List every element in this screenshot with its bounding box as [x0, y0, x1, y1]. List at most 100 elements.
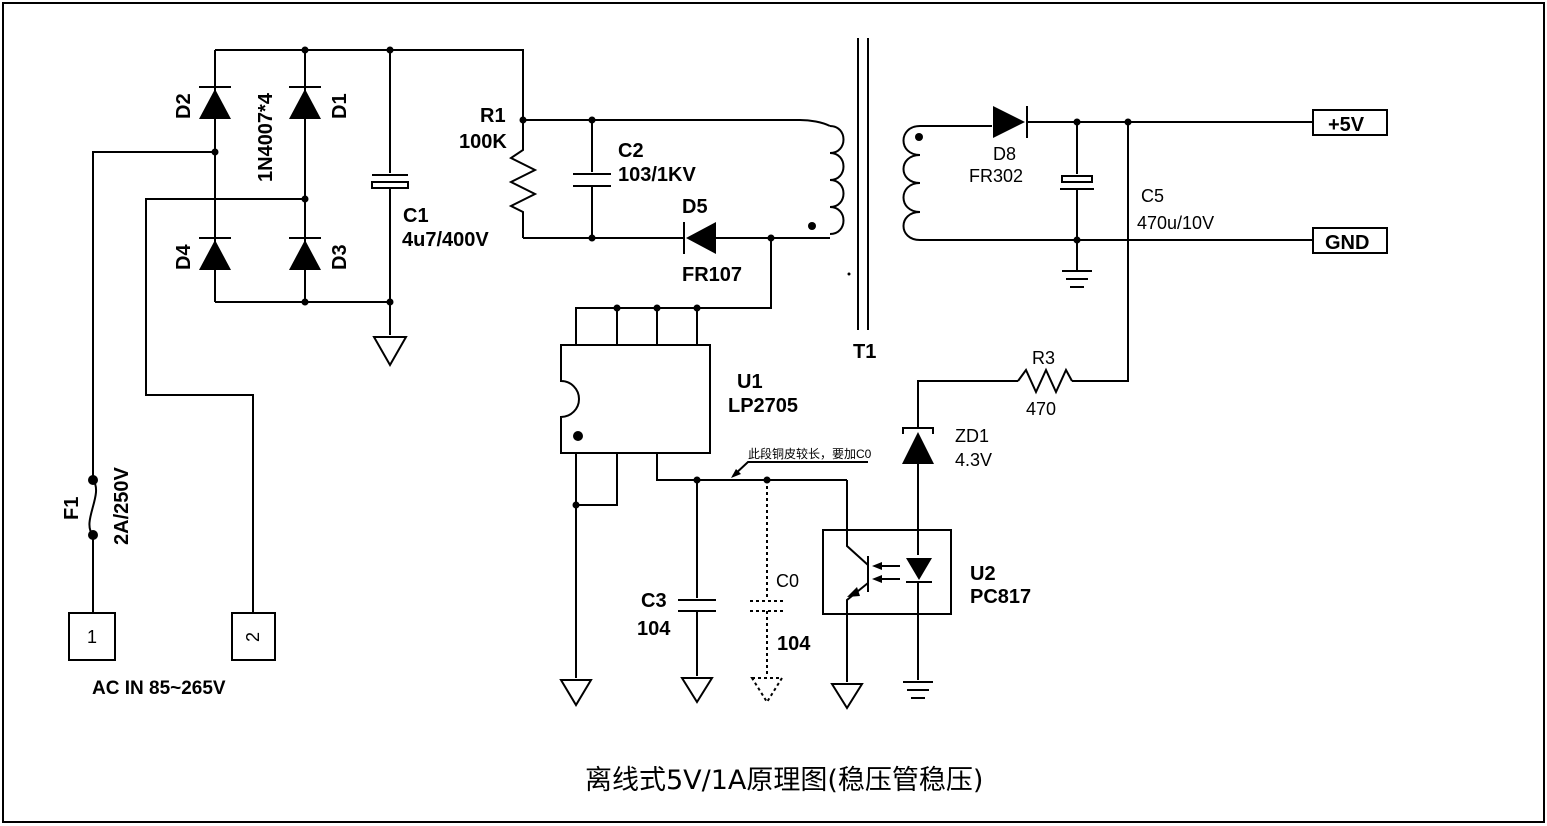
- c1-ref: C1: [403, 205, 429, 227]
- transformer-t1: T1: [808, 38, 923, 363]
- u1-value: LP2705: [728, 395, 798, 417]
- optocoupler-u2-body: [822, 529, 952, 615]
- note-leader: [732, 461, 868, 477]
- c3-ref: C3: [641, 590, 667, 612]
- diagram-title: 离线式5V/1A原理图(稳压管稳压): [585, 765, 983, 796]
- diode-d3-symbol: [289, 240, 321, 270]
- junction: [693, 304, 701, 312]
- u2-transistor-collector: [846, 480, 869, 566]
- t1-core-dot: [847, 272, 851, 276]
- c0-ref: C0: [776, 571, 799, 591]
- u1-gnd-pins: [575, 453, 618, 506]
- wire-snubber-top: [523, 119, 831, 127]
- zd1-ref: ZD1: [955, 426, 989, 446]
- d5-ref: D5: [682, 196, 708, 218]
- u2-light-arrow-1-head: [872, 562, 882, 570]
- bridge-value: 1N4007*4: [255, 92, 277, 182]
- wire-drain: [575, 238, 772, 345]
- t1-primary-dot: [808, 222, 816, 230]
- fuse-f1-symbol: [88, 479, 98, 536]
- diode-d8-symbol: [993, 106, 1025, 138]
- c5-plate-top: [1061, 175, 1093, 183]
- junction: [211, 148, 219, 156]
- junction: [1073, 236, 1081, 244]
- d3-ref: D3: [329, 244, 351, 270]
- d4-ref: D4: [173, 244, 195, 270]
- t1-secondary-winding: [902, 125, 921, 241]
- c2-ref: C2: [618, 140, 644, 162]
- c0-value: 104: [777, 633, 811, 655]
- junction: [301, 46, 309, 54]
- junction: [301, 195, 309, 203]
- diode-d4-symbol: [199, 240, 231, 270]
- ground-symbol: [680, 677, 714, 704]
- wire-r3-zd1: [917, 380, 1018, 428]
- junction: [588, 234, 596, 242]
- c1-value: 4u7/400V: [402, 229, 489, 251]
- note-arrowhead: [731, 469, 741, 478]
- resistor-r1-symbol: [508, 120, 538, 238]
- u2-ref: U2: [970, 563, 996, 585]
- junction: [519, 116, 527, 124]
- c5-value: 470u/10V: [1137, 213, 1214, 233]
- junction: [572, 501, 580, 509]
- r1-ref: R1: [480, 105, 506, 127]
- junction: [1073, 118, 1081, 126]
- t1-secondary-dot: [915, 133, 923, 141]
- d5-value: FR107: [682, 264, 742, 286]
- ground-symbol: [750, 677, 784, 704]
- note-text: 此段铜皮较长，要加C0: [748, 446, 872, 461]
- output-section: +5V GND D8 FR302 C5 470u/10V: [920, 106, 1388, 288]
- d8-ref: D8: [993, 144, 1016, 164]
- zd1-value: 4.3V: [955, 450, 992, 470]
- junction: [653, 304, 661, 312]
- zener-zd1-bar: [902, 427, 934, 434]
- d2-ref: D2: [173, 93, 195, 119]
- wire-terminal2-bridge: [145, 198, 305, 613]
- terminal-2-label: 2: [243, 632, 263, 642]
- terminal-1-label: 1: [87, 627, 97, 647]
- u2-emitter-arrowhead: [847, 587, 860, 597]
- u2-transistor-emitter: [846, 582, 869, 682]
- c1-plate-bottom: [371, 181, 409, 189]
- r3-ref: R3: [1032, 348, 1055, 368]
- diode-d2-symbol: [199, 89, 231, 119]
- ground-symbol: [559, 679, 593, 707]
- output-gnd-box: [1312, 227, 1388, 254]
- capacitor-c1: C1 4u7/400V: [371, 50, 489, 368]
- u1-ref: U1: [737, 371, 763, 393]
- input-label: AC IN 85~265V: [92, 678, 226, 699]
- c3-value: 104: [637, 618, 671, 640]
- d8-value: FR302: [969, 166, 1023, 186]
- controller-u1: U1 LP2705 C3 104 C0 104 此段铜皮较长，要加C0: [559, 238, 872, 707]
- u1-body: [560, 344, 711, 454]
- c5-ref: C5: [1141, 186, 1164, 206]
- wire-5v-r3: [1072, 122, 1129, 382]
- junction: [588, 116, 596, 124]
- junction: [301, 298, 309, 306]
- u2-light-arrow-2-head: [872, 575, 882, 583]
- t1-primary-winding: [829, 125, 845, 235]
- output-5v-label: +5V: [1328, 114, 1365, 136]
- wire-feedback: [656, 453, 847, 481]
- output-gnd-label: GND: [1325, 232, 1369, 254]
- u2-led-symbol: [906, 558, 932, 580]
- input-section: 1 2 AC IN 85~265V F1 2A/250V D2 D1: [61, 46, 524, 699]
- d1-ref: D1: [329, 93, 351, 119]
- t1-ref: T1: [853, 341, 876, 363]
- c2-value: 103/1KV: [618, 164, 696, 186]
- u2-value: PC817: [970, 586, 1031, 608]
- zener-zd1-symbol: [902, 432, 934, 464]
- r1-value: 100K: [459, 131, 507, 153]
- output-5v-box: [1312, 109, 1388, 136]
- feedback-section: ZD1 4.3V R3 470 U2 PC817: [822, 122, 1129, 710]
- junction: [613, 304, 621, 312]
- diode-d1-symbol: [289, 89, 321, 119]
- ground-symbol: [830, 683, 864, 710]
- f1-ref: F1: [61, 497, 83, 520]
- resistor-r3-symbol: [1017, 367, 1073, 395]
- r3-value: 470: [1026, 399, 1056, 419]
- wire-fuse-bridge: [92, 151, 215, 480]
